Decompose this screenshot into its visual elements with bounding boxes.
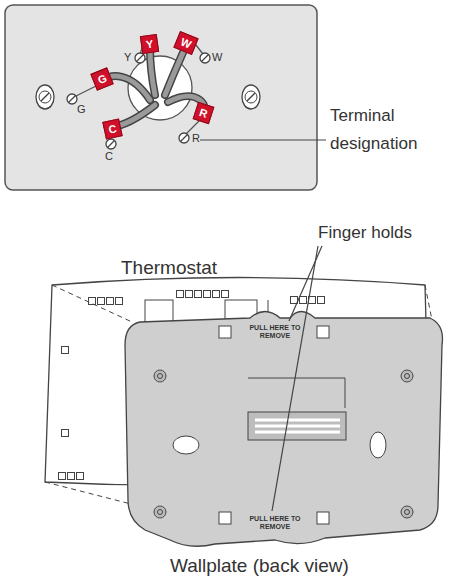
tag-letter: W (179, 35, 193, 50)
terminal-letter: C (105, 150, 119, 163)
wires (76, 40, 205, 140)
terminal-screws (67, 53, 210, 149)
callout-label: Terminal designation (330, 102, 458, 158)
tag-letter: Y (145, 38, 154, 51)
tag-letter: R (198, 106, 209, 120)
leader-line (200, 139, 326, 140)
plate-text: PULL HERE TO REMOVE (245, 515, 305, 531)
terminal-letter: W (212, 51, 226, 64)
callout-label: Finger holds (318, 221, 458, 244)
leader-line (272, 246, 322, 511)
callout-label: Thermostat (121, 256, 251, 279)
wire-tag: Y (140, 34, 159, 54)
terminal-letter: G (77, 103, 91, 116)
terminal-letter: R (192, 132, 206, 145)
wall-panel (5, 5, 317, 190)
tag-letter: C (107, 122, 117, 135)
wallplate-details (154, 326, 413, 524)
callout-label: Wallplate (back view) (170, 554, 420, 577)
plate-text: PULL HERE TO REMOVE (245, 324, 305, 340)
tag-letter: G (96, 72, 108, 86)
wire-tag: C (102, 118, 122, 139)
wallplate (125, 312, 443, 547)
terminal-letter: Y (124, 51, 138, 64)
